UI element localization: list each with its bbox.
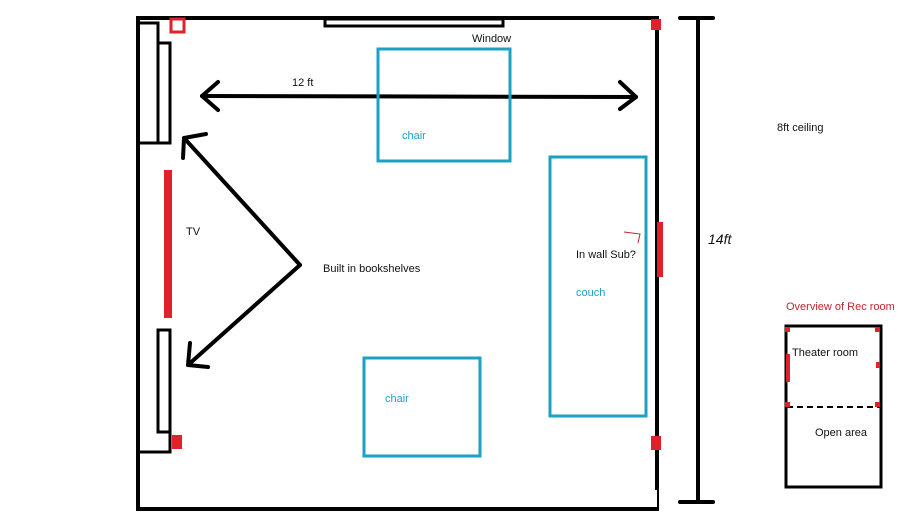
bookshelves [138,21,172,454]
speaker-front-right [651,19,661,30]
bookshelf-bottom-inner [156,328,172,434]
overview-sub-marker [876,362,880,368]
bookshelf-pointer-arrows [181,132,302,369]
couch-label: couch [576,287,605,299]
bookshelf-top-outer [138,21,160,145]
couch [548,155,648,418]
speakers [169,17,663,450]
length-dimension-line [678,16,715,504]
overview-title: Overview of Rec room [786,301,895,313]
chair-bottom [362,356,482,458]
width-dimension-arrow [200,80,638,112]
annotation-tick-mark [623,231,641,244]
overview-speaker [785,402,790,407]
overview-speaker [875,402,880,407]
speaker-front-left [169,17,186,34]
in-wall-sub-marker [657,222,663,277]
chair-bottom-label: chair [385,393,409,405]
overview-speaker [785,327,790,332]
sub-label: In wall Sub? [576,249,636,261]
tv-label: TV [186,226,201,238]
open-area-label: Open area [815,427,868,439]
ceiling-label: 8ft ceiling [777,122,823,134]
chair-top [376,47,512,163]
speaker-rear-right [651,436,661,450]
length-dimension-label: 14ft [708,231,732,247]
bookshelf-top-inner [156,41,172,145]
speaker-rear-left [172,435,182,449]
window-label: Window [472,33,511,45]
bookshelves-label: Built in bookshelves [323,263,421,275]
overview-tv-marker [786,354,790,382]
overview-speaker [875,327,880,332]
window-marker [323,17,505,28]
theater-room-label: Theater room [792,347,858,359]
chair-top-label: chair [402,130,426,142]
tv-marker [164,170,172,318]
furniture [362,47,648,458]
overview-map [784,324,883,489]
bookshelf-bottom-outer [138,432,172,454]
width-dimension-label: 12 ft [292,77,313,89]
